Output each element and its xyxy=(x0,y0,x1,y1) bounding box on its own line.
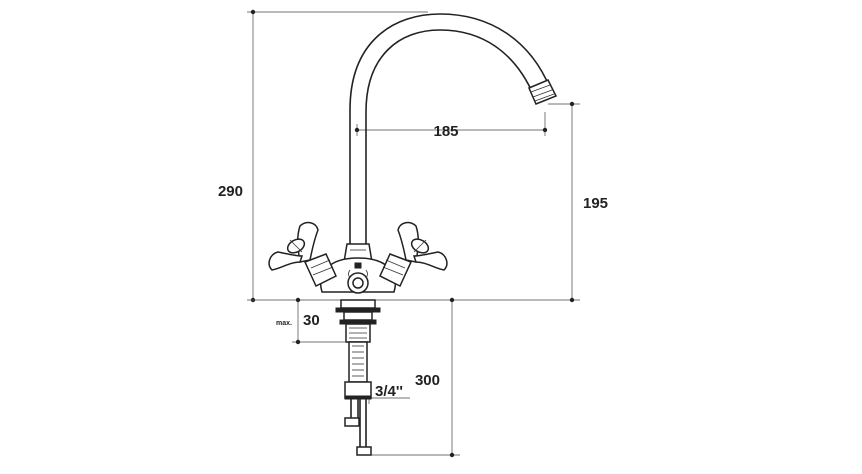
spout-height-label: 195 xyxy=(583,195,608,212)
mounting-hardware xyxy=(335,299,381,400)
connection-size-label: 3/4'' xyxy=(375,383,403,400)
right-cross-handle xyxy=(379,221,448,288)
max-thickness-label: 30 xyxy=(303,312,320,329)
left-cross-handle xyxy=(268,221,337,288)
total-height-label: 290 xyxy=(218,183,243,200)
dimension-lines xyxy=(247,9,580,458)
dimension-labels: 290 185 195 30 max. 300 3/4'' xyxy=(218,123,608,400)
max-label: max. xyxy=(276,320,292,327)
shank-length-label: 300 xyxy=(415,372,440,389)
supply-tubes xyxy=(344,399,372,456)
mixer-body xyxy=(319,257,397,294)
spout-reach-label: 185 xyxy=(433,123,458,140)
spout xyxy=(349,13,558,246)
